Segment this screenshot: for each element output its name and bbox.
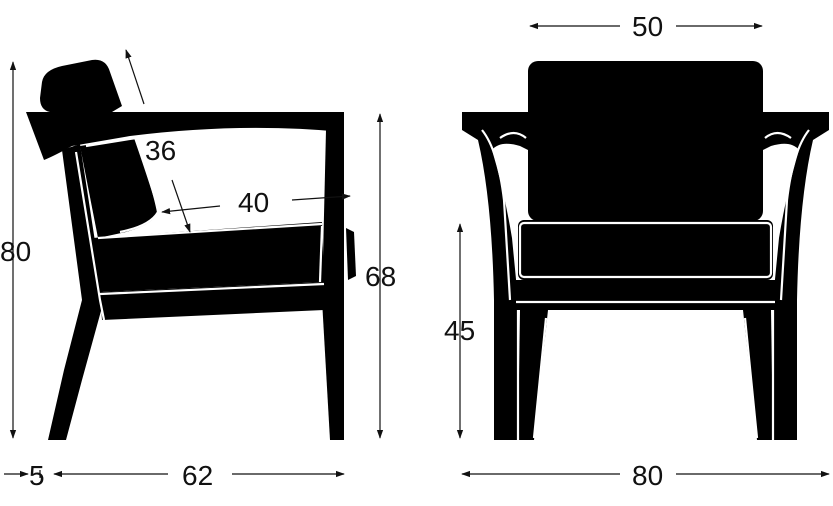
side-back-cushion: [80, 138, 158, 238]
label-backrest-angle: 36: [145, 135, 176, 166]
front-apron: [514, 280, 777, 310]
front-view-chair: [462, 61, 829, 440]
dim-line-backrest-up: [125, 49, 145, 105]
label-depth: 62: [182, 460, 213, 491]
dim-line-seat-depth-left: [161, 205, 221, 215]
front-right-arm: [763, 112, 829, 440]
side-rear-leg: [48, 144, 104, 440]
side-dimensions: 80 36 40 68 5 62: [0, 49, 396, 491]
label-seat-height: 45: [444, 315, 475, 346]
front-seat: [518, 220, 773, 280]
label-back-width: 50: [632, 11, 663, 42]
front-dimensions: 50 45 80: [444, 11, 830, 491]
side-view-chair: [26, 59, 356, 440]
dim-line-seat-depth-right: [291, 193, 351, 201]
label-offset: 5: [29, 460, 45, 491]
front-right-inner-leg: [743, 310, 773, 440]
label-seat-depth: 40: [238, 187, 269, 218]
side-seat: [92, 222, 324, 292]
front-left-inner-leg: [518, 310, 548, 440]
label-arm-height: 68: [365, 261, 396, 292]
label-width: 80: [632, 460, 663, 491]
side-headrest: [40, 59, 122, 112]
side-cushion-lip: [346, 228, 356, 280]
side-armrest: [26, 112, 344, 160]
front-back-cushion: [528, 61, 763, 221]
label-side-height: 80: [0, 236, 31, 267]
side-front-leg: [322, 130, 344, 440]
dim-line-backrest-down: [171, 179, 191, 233]
front-left-arm: [462, 112, 528, 440]
